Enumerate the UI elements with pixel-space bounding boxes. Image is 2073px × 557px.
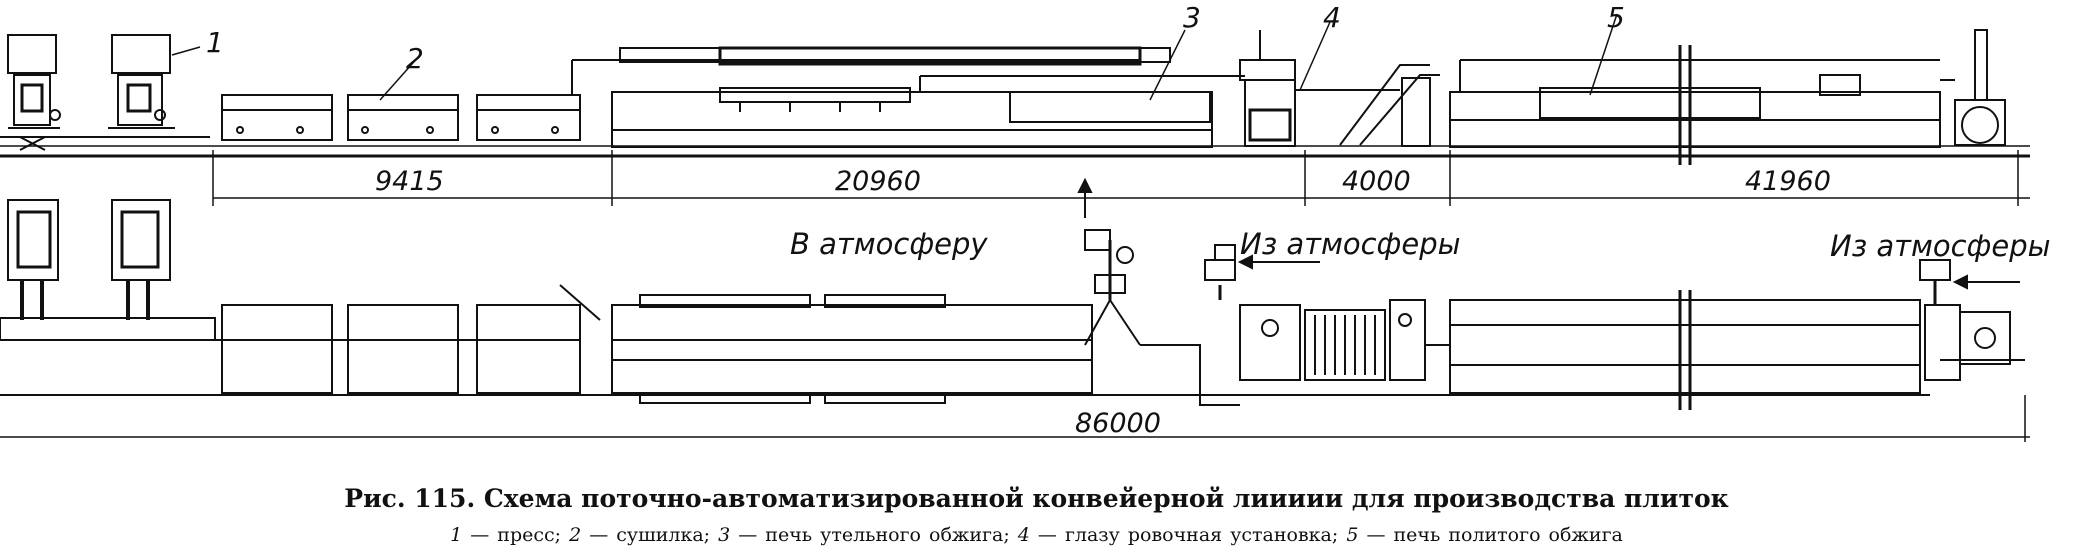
label-to-atmosphere: В атмосферу [790,227,988,261]
airflow-arrows [1077,177,2020,290]
upper-dimension-line [212,150,2030,206]
dryer-sections-top [221,94,581,141]
dimension-20960: 20960 [835,166,921,197]
callout-2: 2 [406,42,424,75]
callout-leaders [171,13,1618,101]
callout-5: 5 [1607,1,1625,34]
callout-1: 1 [206,26,224,59]
lower-dimension-line [0,395,2030,442]
press-unit-top [0,34,210,151]
exhaust-unit-top [1940,29,2006,146]
legend-num-5: 5 [1346,524,1359,546]
glazing-unit-top [1239,30,1440,147]
dimension-86000: 86000 [1075,408,1161,439]
glost-kiln-top [1449,59,1941,148]
legend-text-5: — печь политого обжига [1358,524,1623,546]
callout-4: 4 [1323,1,1341,34]
dimension-41960: 41960 [1745,166,1831,197]
legend-text-4: — глазу ровочная установка; [1029,524,1347,546]
dimension-9415: 9415 [375,166,444,197]
plan-view [0,199,2025,410]
legend-text-3: — печь утельного обжига; [730,524,1018,546]
legend-num-2: 2 [569,524,582,546]
label-from-atmosphere-2: Из атмосферы [1830,229,2051,263]
bisque-kiln-top [571,46,1245,148]
elevation-view [0,29,2030,165]
label-from-atmosphere-1: Из атмосферы [1240,227,1461,261]
legend-text-1: — пресс; [462,524,570,546]
legend-num-3: 3 [718,524,731,546]
dimension-4000: 4000 [1342,166,1411,197]
callout-3: 3 [1183,1,1201,34]
figure-caption-title: Рис. 115. Схема поточно-автоматизированн… [344,484,1729,513]
legend-num-4: 4 [1017,524,1030,546]
legend-text-2: — сушилка; [581,524,719,546]
figure-caption-legend: 1 — пресс; 2 — сушилка; 3 — печь утельно… [0,524,2073,546]
legend-num-1: 1 [450,524,463,546]
